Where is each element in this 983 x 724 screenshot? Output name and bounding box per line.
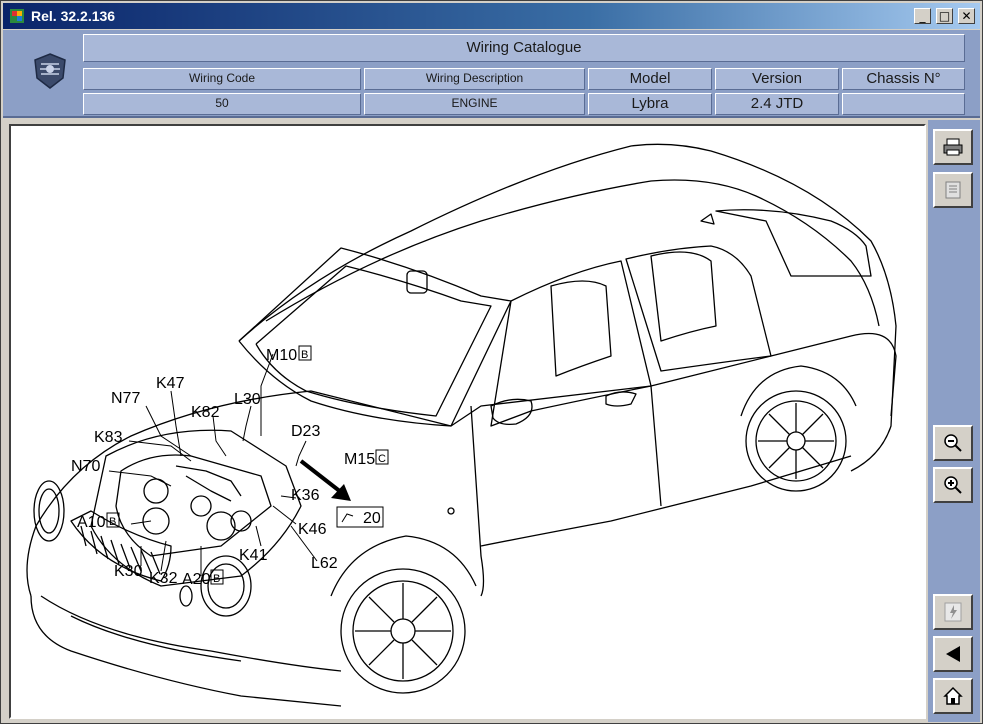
zoom-in-button[interactable]	[933, 467, 973, 503]
printer-icon	[943, 138, 963, 156]
model-header: Model	[588, 68, 712, 90]
back-button[interactable]	[933, 636, 973, 672]
label-k41[interactable]: K41	[239, 547, 268, 564]
label-m15[interactable]: M15	[344, 451, 375, 468]
label-k82[interactable]: K82	[191, 404, 220, 421]
wiring-description-value: ENGINE	[364, 93, 585, 115]
label-k32[interactable]: K32	[149, 570, 178, 587]
zoom-out-button[interactable]	[933, 425, 973, 461]
diagram-area[interactable]: M10 B K47 N77 K82 L30 K83 D23 M15 C N70 …	[9, 124, 926, 719]
maximize-button[interactable]: □	[936, 8, 953, 24]
home-button[interactable]	[933, 678, 973, 714]
label-ref-20[interactable]: 20	[363, 510, 381, 527]
wiring-code-value: 50	[83, 93, 361, 115]
chassis-header: Chassis N°	[842, 68, 965, 90]
label-k30[interactable]: K30	[114, 563, 143, 580]
model-value: Lybra	[588, 93, 712, 115]
label-a10-box: B	[109, 516, 116, 528]
brand-logo	[34, 53, 66, 89]
print-button[interactable]	[933, 129, 973, 165]
back-arrow-icon	[946, 646, 960, 662]
label-n70[interactable]: N70	[71, 458, 100, 475]
window-title: Rel. 32.2.136	[31, 8, 116, 24]
label-k36[interactable]: K36	[291, 487, 320, 504]
home-icon	[943, 686, 963, 705]
document-icon	[945, 181, 961, 199]
wiring-description-header: Wiring Description	[364, 68, 585, 90]
label-m15-box: C	[378, 453, 386, 465]
label-k47[interactable]: K47	[156, 375, 185, 392]
car-wiring-diagram: M10 B K47 N77 K82 L30 K83 D23 M15 C N70 …	[26, 143, 897, 707]
label-a20[interactable]: A20	[182, 571, 211, 588]
minimize-button[interactable]: _	[914, 8, 931, 24]
catalogue-title: Wiring Catalogue	[83, 34, 965, 62]
version-header: Version	[715, 68, 839, 90]
chassis-value[interactable]	[842, 93, 965, 115]
label-a20-box: B	[213, 573, 220, 585]
wiring-code-header: Wiring Code	[83, 68, 361, 90]
label-k46[interactable]: K46	[298, 521, 327, 538]
app-icon	[10, 9, 24, 23]
zoom-out-icon	[944, 434, 962, 452]
label-m10-box: B	[301, 349, 308, 361]
version-value: 2.4 JTD	[715, 93, 839, 115]
label-l30[interactable]: L30	[234, 391, 261, 408]
label-a10[interactable]: A10	[77, 514, 106, 531]
label-m10[interactable]: M10	[266, 347, 297, 364]
header-panel: Wiring Catalogue Wiring Code Wiring Desc…	[3, 30, 980, 118]
label-k83[interactable]: K83	[94, 429, 123, 446]
electrical-button[interactable]	[933, 594, 973, 630]
zoom-in-icon	[944, 476, 962, 494]
close-button[interactable]: ✕	[958, 8, 975, 24]
lightning-icon	[944, 602, 962, 622]
label-n77[interactable]: N77	[111, 390, 140, 407]
label-l62[interactable]: L62	[311, 555, 338, 572]
title-bar[interactable]: Rel. 32.2.136 _ □ ✕	[3, 3, 980, 29]
label-d23[interactable]: D23	[291, 423, 320, 440]
toolbar-sidebar	[928, 120, 980, 722]
document-button[interactable]	[933, 172, 973, 208]
